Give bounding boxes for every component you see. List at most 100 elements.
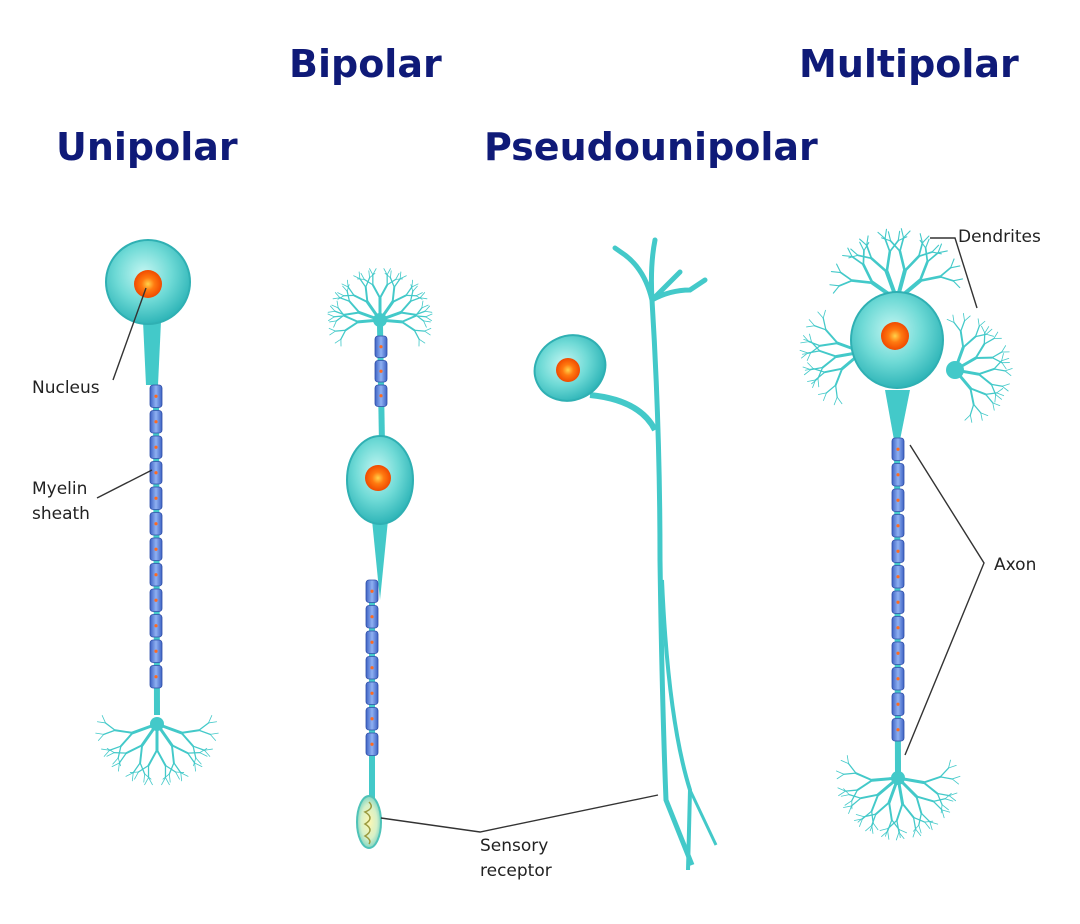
dendrite-branch xyxy=(810,366,824,371)
dendrite-branch xyxy=(939,266,952,278)
dendrite-branch xyxy=(409,297,421,302)
bipolar-dendrites xyxy=(327,268,433,347)
dendrite-branch xyxy=(208,715,213,724)
myelin-nucleus-dot xyxy=(896,524,900,528)
multipolar-satellite-body xyxy=(946,361,964,379)
dendrite-branch xyxy=(993,368,1006,372)
dendrite-branch xyxy=(409,290,414,302)
dendrite-branch xyxy=(918,824,922,834)
dendrite-branch xyxy=(331,304,339,309)
dendrite-branch xyxy=(887,819,898,830)
dendrite-branch xyxy=(343,314,360,323)
dendrite-branch xyxy=(840,759,849,765)
dendrite-branch xyxy=(806,325,816,328)
dendrite-branch xyxy=(978,320,986,327)
dendrite-branch xyxy=(912,816,926,823)
myelin-nucleus-dot xyxy=(896,575,900,579)
multipolar-nucleus xyxy=(881,322,909,350)
dendrite-branch xyxy=(399,311,417,316)
dendrite-branch xyxy=(948,792,958,797)
dendrite-branch xyxy=(850,248,859,256)
dendrite-branch xyxy=(902,230,911,239)
multipolar-myelin-sheath xyxy=(891,437,905,742)
dendrite-branch xyxy=(173,762,182,774)
dendrite-branch xyxy=(846,755,849,765)
dendrite-branch xyxy=(424,310,433,313)
pseudounipolar-central-branch xyxy=(660,579,693,871)
dendrites-leader xyxy=(930,237,978,309)
dendrite-branch xyxy=(844,789,859,792)
dendrite-branch xyxy=(861,810,873,820)
dendrite-branch xyxy=(851,789,859,802)
dendrite-branch xyxy=(800,341,810,344)
bipolar-lower-process xyxy=(372,520,388,600)
dendrite-branch xyxy=(871,813,877,827)
dendrite-branch xyxy=(870,793,880,813)
dendrite-branch xyxy=(918,251,933,258)
dendrite-branch xyxy=(343,311,361,316)
dendrite-branch xyxy=(137,764,150,773)
dendrite-branch xyxy=(187,752,196,764)
dendrite-branch xyxy=(980,412,983,421)
dendrite-branch xyxy=(195,757,202,765)
dendrite-branch xyxy=(117,757,121,767)
dendrite-branch xyxy=(139,744,144,764)
dendrite-branch xyxy=(117,745,122,759)
bipolar-neuron xyxy=(327,268,433,849)
dendrite-branch xyxy=(901,802,915,819)
myelin-nucleus-dot xyxy=(154,649,158,653)
dendrite-branch xyxy=(839,271,853,282)
myelin-nucleus-dot xyxy=(370,717,374,721)
bipolar-lower-myelin xyxy=(365,579,379,756)
dendrite-branch xyxy=(341,283,349,288)
dendrite-branch xyxy=(921,235,930,244)
dendrite-branch xyxy=(802,335,810,343)
dendrite-branch xyxy=(829,284,840,287)
multipolar-axon-hillock xyxy=(885,390,910,440)
dendrite-branch xyxy=(419,292,426,299)
dendrite-branch xyxy=(863,813,877,818)
dendrite-branch xyxy=(802,352,811,355)
dendrite-branch xyxy=(888,239,900,253)
dendrite-branch xyxy=(809,345,821,354)
dendrite-branch xyxy=(180,772,189,777)
dendrite-branch xyxy=(941,804,949,811)
dendrite-branch xyxy=(346,290,351,302)
dendrite-branch xyxy=(327,310,336,313)
dendrite-branch xyxy=(931,251,942,255)
dendrite-branch xyxy=(383,268,388,276)
dendrite-branch xyxy=(336,300,339,309)
myelin-nucleus-dot xyxy=(370,615,374,619)
myelin-nucleus-dot xyxy=(896,473,900,477)
dendrite-branch xyxy=(994,394,997,403)
dendrite-branch xyxy=(985,328,993,335)
dendrite-branch xyxy=(412,285,418,292)
dendrite-branch xyxy=(984,326,990,334)
dendrite-branch xyxy=(118,762,120,772)
dendrite-branch xyxy=(964,315,971,322)
dendrite-branch xyxy=(974,325,980,338)
dendrite-branch xyxy=(1001,362,1007,370)
dendrite-branch xyxy=(807,379,816,382)
dendrite-branch xyxy=(948,795,957,802)
dendrite-branch xyxy=(865,244,873,260)
dendrite-branch xyxy=(395,272,400,280)
multipolar-neuron xyxy=(799,228,1013,841)
dendrite-branch xyxy=(919,233,923,244)
dendrite-branch xyxy=(834,367,844,387)
dendrite-branch xyxy=(808,319,816,327)
dendrite-branch xyxy=(836,770,845,775)
dendrite-branch xyxy=(808,341,821,347)
dendrite-branch xyxy=(950,265,961,269)
label-sensory-line2: receptor xyxy=(480,861,552,881)
dendrite-branch xyxy=(924,247,929,263)
dendrite-branch xyxy=(884,237,891,253)
dendrite-branch xyxy=(329,330,336,336)
title-bipolar: Bipolar xyxy=(289,42,442,86)
dendrite-branch xyxy=(103,729,116,735)
dendrite-branch xyxy=(175,771,180,780)
dendrite-branch xyxy=(419,297,428,300)
dendrite-branch xyxy=(973,403,982,414)
branch-hub xyxy=(891,771,905,785)
